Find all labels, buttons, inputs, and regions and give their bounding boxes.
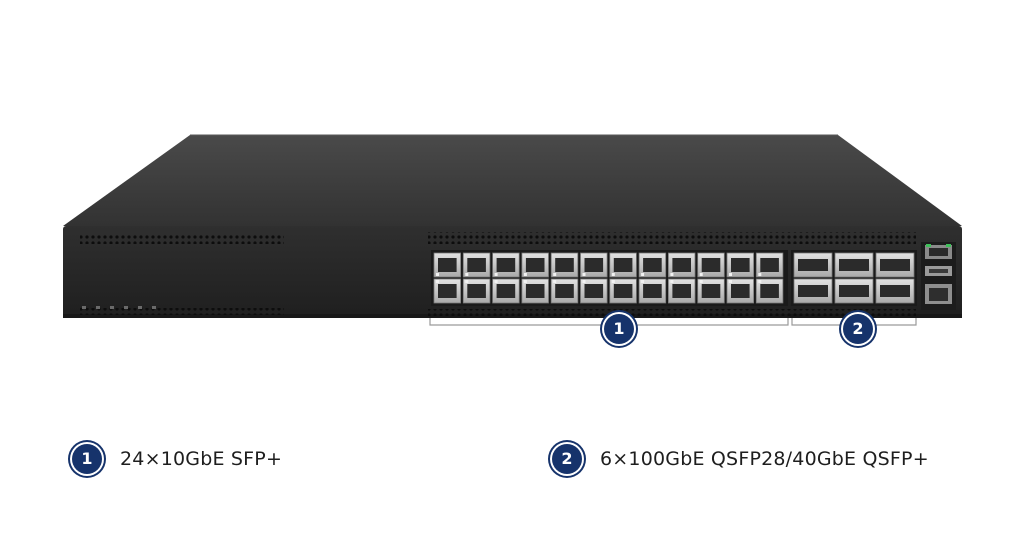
status-leds: [82, 306, 156, 309]
left-vent-top: [80, 234, 284, 244]
legend-label-2: 6×100GbE QSFP28/40GbE QSFP+: [600, 448, 929, 470]
sfp-port: [726, 278, 755, 304]
sfp-port: [550, 278, 579, 304]
sfp-port: [492, 278, 520, 304]
qsfp-port: [793, 278, 833, 304]
legend-item-1: 1 24×10GbE SFP+: [72, 442, 282, 476]
legend-badge-2: 2: [552, 444, 582, 474]
legend-badge-1: 1: [72, 444, 102, 474]
qsfp-ports: [793, 252, 915, 304]
sfp-port: [492, 252, 520, 278]
sfp-port: [638, 252, 667, 278]
sfp-port: [580, 278, 608, 304]
sfp-port: [521, 252, 549, 278]
sfp-port: [638, 278, 667, 304]
legend-item-2: 2 6×100GbE QSFP28/40GbE QSFP+: [552, 442, 929, 476]
sfp-port: [580, 252, 608, 278]
right-vent-bottom: [428, 309, 916, 316]
qsfp-port: [875, 278, 915, 304]
qsfp-port: [875, 252, 915, 278]
sfp-port: [462, 278, 491, 304]
callout-badge-2: 2: [843, 314, 873, 344]
sfp-port: [433, 278, 462, 304]
sfp-port: [668, 252, 696, 278]
sfp-port: [697, 278, 725, 304]
qsfp-port: [834, 252, 874, 278]
sfp-port: [521, 278, 549, 304]
sfp-port: [755, 252, 784, 278]
sfp-port: [462, 252, 491, 278]
sfp-ports: [433, 252, 784, 304]
chassis-top: [63, 135, 962, 226]
qsfp-port: [834, 278, 874, 304]
sfp-port: [550, 252, 579, 278]
management-ports: [921, 242, 956, 310]
sfp-port: [609, 278, 637, 304]
left-vent-bottom: [80, 308, 284, 315]
sfp-port: [755, 278, 784, 304]
sfp-port: [609, 252, 637, 278]
qsfp-port: [793, 252, 833, 278]
legend-label-1: 24×10GbE SFP+: [120, 448, 283, 470]
sfp-port: [726, 252, 755, 278]
sfp-port: [668, 278, 696, 304]
sfp-port: [433, 252, 462, 278]
right-vent-top: [428, 232, 916, 244]
callout-badge-1: 1: [604, 314, 634, 344]
sfp-port: [697, 252, 725, 278]
